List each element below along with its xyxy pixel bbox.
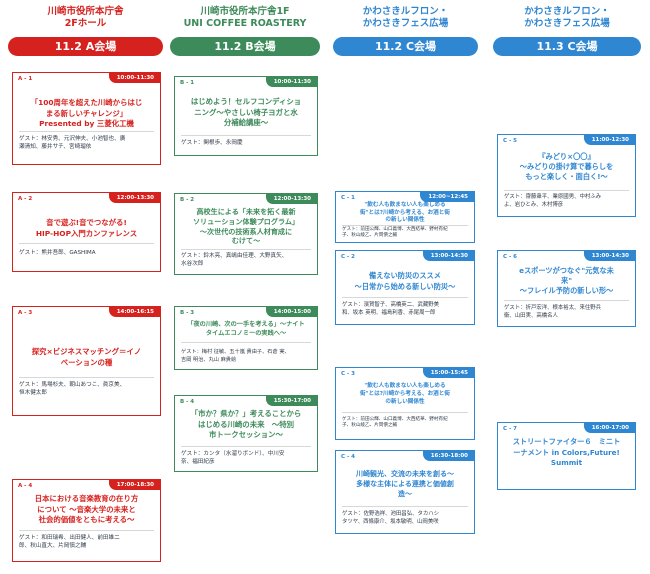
column-a-place: 川崎市役所本庁舎 2Fホール bbox=[47, 6, 124, 29]
divider bbox=[19, 243, 154, 244]
session-guests: ゲスト：カンタ（水溜りボンド）、中川安 奈、福田紀彦 bbox=[181, 451, 285, 465]
divider bbox=[181, 249, 311, 250]
session-code: C - 6 bbox=[503, 254, 517, 260]
session-code: B - 3 bbox=[180, 310, 195, 316]
session-title: "飲む人も飲まない人も楽しめる 街"とは?川崎から考える、お酒と街 の新しい関係… bbox=[360, 383, 450, 405]
session-code: C - 4 bbox=[341, 454, 355, 460]
column-c3-place: かわさきルフロン・ かわさきフェス広場 bbox=[524, 6, 610, 29]
session-card-c6[interactable]: C - 6 13:00-14:30 eスポーツがつなぐ"元気な未 来" ～フレイ… bbox=[497, 250, 636, 327]
session-card-c1[interactable]: C - 1 12:00~12:45 "飲む人も飲まない人も楽しめる 街"とは?川… bbox=[335, 191, 475, 243]
session-card-c3[interactable]: C - 3 15:00-15:45 "飲む人も飲まない人も楽しめる 街"とは?川… bbox=[335, 367, 475, 440]
session-guests: ゲスト：前田公輝、山口義博、大西結華、野村有紀 子、秋山綾乙、片岡愼之輔 bbox=[342, 227, 448, 239]
session-title: 高校生による「未来を拓く最新 ソリューション体験プログラム」 ～次世代の技術系人… bbox=[192, 207, 300, 246]
session-title: 日本における音楽教育の在り方 について ～音楽大学の未来と 社会的価値をともに考… bbox=[34, 494, 139, 524]
session-title: 「市か？県か？」考えることから はじめる川崎の未来 ～特別 市トークセッション～ bbox=[190, 409, 302, 439]
session-code: B - 1 bbox=[180, 80, 195, 86]
session-card-a4[interactable]: A - 4 17:00-18:30 日本における音楽教育の在り方 について ～音… bbox=[12, 479, 161, 562]
session-title: "飲む人も飲まない人も楽しめる 街"とは?川崎から考える、お酒と街 の新しい関係… bbox=[360, 202, 450, 224]
venue-c2-pill: 11.2 C会場 bbox=[333, 37, 478, 56]
session-time-badge: 14:00-16:15 bbox=[108, 307, 160, 317]
session-title: eスポーツがつなぐ"元気な未 来" ～フレイル予防の新しい形～ bbox=[519, 266, 614, 295]
session-guests: ゲスト：鈴木亮、真嶋由佳理、大野真矢、 水谷次郎 bbox=[181, 253, 288, 267]
session-title: 『みどり×〇〇』 ～みどりの掛け算で暮らしを もっと楽しく・面白く!～ bbox=[519, 152, 614, 181]
divider bbox=[504, 190, 629, 191]
session-time-badge: 11:00-12:30 bbox=[583, 135, 635, 145]
session-card-c2[interactable]: C - 2 13:00-14:30 備えない防災のススメ ～日常から始める新しい… bbox=[335, 250, 475, 325]
session-time-badge: 10:00-11:30 bbox=[108, 73, 160, 83]
session-card-a3[interactable]: A - 3 14:00-16:15 探究×ビジネスマッチング＝イノ ベーションの… bbox=[12, 306, 161, 416]
session-time-badge: 12:00-13:30 bbox=[108, 193, 160, 203]
session-time-badge: 17:00-18:30 bbox=[108, 480, 160, 490]
session-guests: ゲスト：馬場杉夫、朝山あつこ、眞京美、 恒木健太郎 bbox=[19, 382, 126, 396]
session-code: A - 1 bbox=[18, 76, 33, 82]
session-card-a2[interactable]: A - 2 12:00-13:30 音で遊ぶ!音でつながる! HIP-HOP入門… bbox=[12, 192, 161, 272]
session-guests: ゲスト：熊井吾郎、GASHIMA bbox=[19, 250, 96, 256]
session-title: 備えない防災のススメ ～日常から始める新しい防災～ bbox=[354, 271, 456, 291]
venue-a-pill: 11.2 A会場 bbox=[8, 37, 163, 56]
session-card-a1[interactable]: A - 1 10:00-11:30 「100周年を超えた川崎からはじ まる新しい… bbox=[12, 72, 161, 165]
session-code: C - 7 bbox=[503, 426, 517, 432]
divider bbox=[19, 131, 154, 132]
divider bbox=[342, 225, 468, 226]
session-time-badge: 13:00-14:30 bbox=[583, 251, 635, 261]
session-time-badge: 16:30-18:00 bbox=[422, 451, 474, 461]
session-title: 音で遊ぶ!音でつながる! HIP-HOP入門カンファレンス bbox=[35, 218, 138, 238]
session-guests: ゲスト：林安秀、元沢伸夫、小池智也、廣 瀬清知、藤井サチ、宮崎瑠依 bbox=[19, 136, 126, 150]
session-code: C - 3 bbox=[341, 371, 355, 377]
divider bbox=[181, 342, 311, 343]
session-title: 探究×ビジネスマッチング＝イノ ベーションの種 bbox=[31, 347, 142, 367]
session-guests: ゲスト：濱賀智子、高橋英二、武藏野美 和、坂本 英明、福島利香、赤尾周一郎 bbox=[342, 302, 440, 316]
session-guests: ゲスト：梅村 征敏、五十嵐 貴由子、石倉 実、 吉岡 明治、丸山 麻貴絵 bbox=[181, 349, 290, 363]
session-card-c4[interactable]: C - 4 16:30-18:00 川崎観光、交流の未来を創る～ 多様な主体によ… bbox=[335, 450, 475, 534]
session-card-b1[interactable]: B - 1 10:00-11:30 はじめよう！セルフコンディショ ニング～やさ… bbox=[174, 76, 318, 156]
session-guests: ゲスト：齋藤衆平、業原國男、中村ふみ よ、岩ひとみ、木村博彦 bbox=[504, 194, 602, 208]
column-b-place: 川崎市役所本庁舎1F UNI COFFEE ROASTERY bbox=[183, 6, 307, 29]
divider bbox=[19, 377, 154, 378]
session-guests: ゲスト：佐野浩祥、池田昌弘、タカハシ タツヤ、西條康介、坂本敏明、山岡美咲 bbox=[342, 511, 440, 525]
session-title: 川崎観光、交流の未来を創る～ 多様な主体による連携と価値創 造～ bbox=[356, 470, 454, 498]
session-card-b2[interactable]: B - 2 12:00-13:30 高校生による「未来を拓く最新 ソリューション… bbox=[174, 193, 318, 275]
session-time-badge: 15:00-15:45 bbox=[422, 368, 474, 378]
session-time-badge: 13:00-14:30 bbox=[422, 251, 474, 261]
divider bbox=[342, 506, 468, 507]
session-time-badge: 12:00-13:30 bbox=[265, 194, 317, 204]
session-card-c5[interactable]: C - 5 11:00-12:30 『みどり×〇〇』 ～みどりの掛け算で暮らしを… bbox=[497, 134, 636, 217]
session-guests: ゲスト：和田瑞希、出田健人、前田雄二 郎、秋山直大、片岡愼之輔 bbox=[19, 535, 120, 549]
session-code: C - 5 bbox=[503, 138, 517, 144]
divider bbox=[342, 297, 468, 298]
session-code: C - 1 bbox=[341, 195, 355, 201]
session-time-badge: 14:00-15:00 bbox=[265, 307, 317, 317]
venue-c3-pill: 11.3 C会場 bbox=[493, 37, 641, 56]
session-title: 「夜の川崎、次の一手を考える」～ナイト タイムエコノミーの実践へ～ bbox=[187, 321, 305, 337]
session-time-badge: 12:00~12:45 bbox=[420, 192, 474, 202]
session-guests: ゲスト：前田公輝、山口義博、大西結華、野村有紀 子、秋山綾乙、片岡愼之輔 bbox=[342, 417, 448, 429]
session-code: C - 2 bbox=[341, 254, 355, 260]
session-time-badge: 15:30-17:00 bbox=[265, 396, 317, 406]
session-code: A - 3 bbox=[18, 310, 33, 316]
divider bbox=[181, 446, 311, 447]
session-guests: ゲスト：関根歩、永岡慶 bbox=[181, 140, 243, 146]
column-c2-place: かわさきルフロン・ かわさきフェス広場 bbox=[362, 6, 449, 29]
divider bbox=[504, 300, 629, 301]
session-title: 「100周年を超えた川崎からはじ まる新しいチャレンジ」 Presented b… bbox=[30, 98, 143, 128]
divider bbox=[342, 412, 468, 413]
session-time-badge: 16:00-17:00 bbox=[583, 423, 635, 433]
session-card-b3[interactable]: B - 3 14:00-15:00 「夜の川崎、次の一手を考える」～ナイト タイ… bbox=[174, 306, 318, 370]
session-card-c7[interactable]: C - 7 16:00-17:00 ストリートファイター６ ミニト ーナメント … bbox=[497, 422, 636, 490]
divider bbox=[19, 530, 154, 531]
session-title: はじめよう！セルフコンディショ ニング～やさしい椅子ヨガと水 分補給講座～ bbox=[190, 97, 302, 127]
divider bbox=[181, 135, 311, 136]
session-guests: ゲスト：折戸宏洋、根本裕太、来住野兵 衛、山田実、高橋名人 bbox=[504, 305, 602, 319]
venue-b-pill: 11.2 B会場 bbox=[170, 37, 320, 56]
session-card-b4[interactable]: B - 4 15:30-17:00 「市か？県か？」考えることから はじめる川崎… bbox=[174, 395, 318, 472]
session-code: A - 4 bbox=[18, 483, 33, 489]
session-time-badge: 10:00-11:30 bbox=[265, 77, 317, 87]
session-code: B - 4 bbox=[180, 399, 195, 405]
session-title: ストリートファイター６ ミニト ーナメント in Colors,Future! … bbox=[512, 437, 621, 467]
session-code: B - 2 bbox=[180, 197, 195, 203]
session-code: A - 2 bbox=[18, 196, 33, 202]
